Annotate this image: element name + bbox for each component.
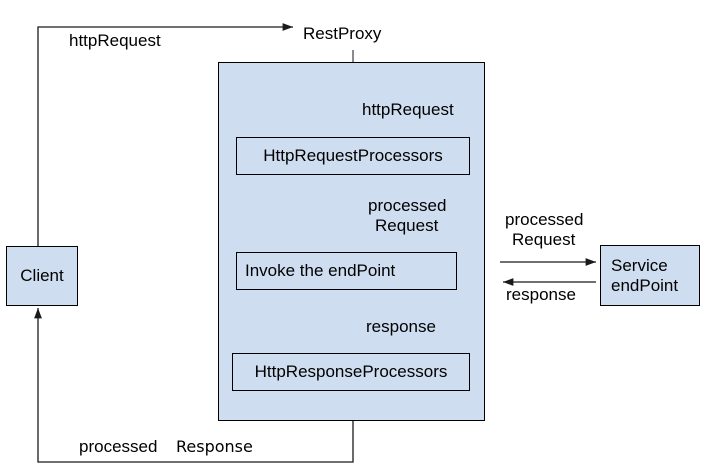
node-http-request-processors[interactable]: HttpRequestProcessors	[236, 137, 470, 175]
node-http-request-processors-label: HttpRequestProcessors	[263, 146, 443, 166]
label-processed-request-outer-line1: processed	[505, 210, 584, 229]
label-restproxy: RestProxy	[303, 24, 382, 43]
label-processed-request-inner-line1: processed	[368, 196, 447, 215]
label-processed-request-inner-line2: Request	[375, 216, 439, 235]
node-client-label: Client	[20, 266, 64, 286]
node-client[interactable]: Client	[6, 246, 78, 306]
edge-client-to-restproxy	[37, 23, 293, 275]
label-response-inner: response	[366, 317, 436, 336]
node-service-endpoint-label-line2: endPoint	[611, 275, 679, 295]
node-service-endpoint[interactable]: Service endPoint	[600, 245, 700, 306]
node-service-endpoint-label-line1: Service	[611, 255, 668, 275]
node-http-response-processors[interactable]: HttpResponseProcessors	[232, 353, 470, 391]
label-processed-request-outer-line2: Request	[512, 230, 576, 249]
label-processed-response-part1: processed	[79, 437, 158, 456]
node-http-response-processors-label: HttpResponseProcessors	[254, 362, 448, 382]
label-client-to-proxy-httprequest: httpRequest	[69, 31, 161, 50]
label-proxy-to-request-processors-httprequest: httpRequest	[362, 100, 454, 119]
node-invoke-endpoint-label: Invoke the endPoint	[245, 261, 396, 281]
edge-response-processors-to-client	[34, 308, 354, 463]
label-response-outer: response	[506, 285, 576, 304]
label-processed-response-part2: Response	[176, 437, 253, 456]
node-invoke-endpoint[interactable]: Invoke the endPoint	[236, 252, 457, 290]
